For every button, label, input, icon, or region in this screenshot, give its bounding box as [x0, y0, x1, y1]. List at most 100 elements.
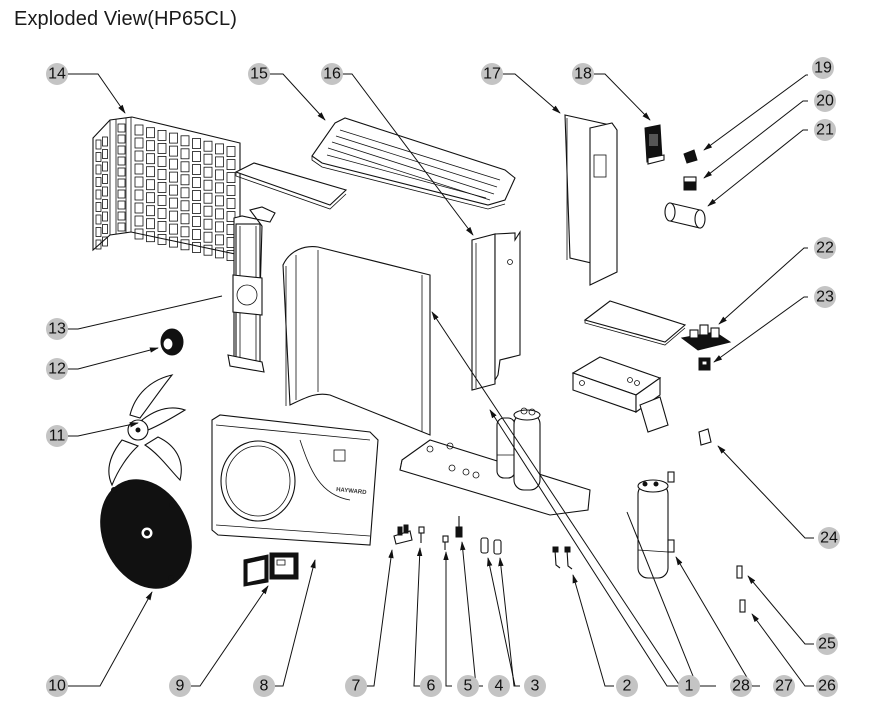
grille-cell [180, 239, 190, 251]
grille-cell [102, 224, 108, 234]
svg-text:21: 21 [816, 122, 834, 139]
grille-cell [95, 214, 102, 225]
callout-21: 21 [814, 119, 836, 141]
svg-text:4: 4 [495, 678, 504, 695]
grille-cell [203, 166, 213, 178]
grille-cell [180, 174, 190, 186]
grille-cell [169, 223, 178, 235]
grille-cell [134, 202, 144, 214]
grille-cell [157, 142, 167, 154]
grille-cell [157, 181, 167, 193]
svg-text:8: 8 [260, 678, 269, 695]
callout-28: 28 [730, 675, 752, 697]
part-19-terminal [683, 149, 698, 164]
callout-13: 13 [46, 318, 68, 340]
callout-26: 26 [816, 675, 838, 697]
callout-23: 23 [814, 286, 836, 308]
grille-cell [180, 135, 190, 147]
part-4-switch [455, 516, 463, 538]
part-10-fan-guard [100, 479, 192, 589]
grille-cell [169, 145, 178, 157]
grille-cell [102, 174, 108, 184]
grille-cell [203, 205, 213, 217]
grille-cell [117, 156, 126, 166]
grille-cell [215, 169, 224, 181]
part-side-panel [282, 246, 431, 436]
grille-cell [134, 189, 144, 201]
grille-cell [169, 210, 178, 222]
callout-20: 20 [814, 90, 836, 112]
grille-cell [95, 239, 102, 250]
callout-2: 2 [616, 675, 638, 697]
part-25-sensor [736, 565, 743, 579]
grille-cell [95, 227, 102, 237]
svg-text:11: 11 [49, 428, 66, 445]
part-18-display-module [644, 124, 665, 165]
svg-text:2: 2 [623, 678, 632, 695]
grille-cell [146, 127, 155, 139]
grille-cell [192, 242, 201, 253]
callout-27: 27 [773, 675, 795, 697]
grille-cell [215, 143, 224, 155]
callout-1: 1 [678, 675, 700, 697]
front-panel-brand: HAYWARD [336, 487, 368, 496]
svg-text:27: 27 [775, 678, 793, 695]
part-20-relay [683, 176, 697, 191]
grille-cell [146, 179, 155, 191]
grille-cell [117, 178, 126, 188]
grille-cell [146, 140, 155, 152]
callout-5: 5 [457, 675, 479, 697]
grille-cell [203, 231, 213, 243]
part-11-fan-blade [108, 374, 187, 487]
grille-cell [192, 203, 201, 214]
grille-cell [226, 146, 236, 158]
svg-text:7: 7 [352, 678, 361, 695]
part-electrical-box [571, 356, 669, 433]
grille-cell [180, 213, 190, 225]
callout-14: 14 [46, 63, 68, 85]
grille-cell [169, 197, 178, 209]
svg-text:13: 13 [48, 321, 66, 338]
grille-cell [102, 149, 108, 159]
grille-cell [157, 207, 167, 219]
part-8-front-panel: HAYWARD [211, 414, 379, 546]
grille-cell [169, 236, 178, 248]
part-13-motor-bracket [227, 206, 276, 373]
grille-cell [169, 158, 178, 170]
grille-cell [157, 129, 167, 141]
grille-cell [192, 177, 201, 188]
grille-cell [215, 221, 224, 233]
grille-cell [95, 177, 102, 187]
callout-9: 9 [169, 675, 191, 697]
grille-cell [226, 198, 236, 210]
grille-cell [102, 161, 108, 172]
grille-cell [157, 168, 167, 180]
grille-cell [157, 233, 167, 245]
part-16-side-post [471, 230, 521, 391]
grille-cell [180, 200, 190, 212]
grille-cell [203, 153, 213, 165]
grille-cell [134, 176, 144, 188]
grille-cell [117, 222, 126, 232]
grille-cell [169, 171, 178, 183]
grille-cell [215, 208, 224, 220]
grille-cell [215, 234, 224, 246]
grille-cell [180, 187, 190, 199]
grille-cell [226, 159, 236, 171]
callout-15: 15 [248, 63, 270, 85]
callout-7: 7 [345, 675, 367, 697]
grille-cell [117, 200, 126, 210]
svg-text:1: 1 [685, 678, 694, 695]
part-17-side-panel [564, 114, 618, 286]
grille-cell [117, 167, 126, 177]
grille-cell [102, 186, 108, 197]
grille-cell [192, 229, 201, 240]
grille-cell [102, 136, 108, 147]
part-21-capacitor [664, 202, 706, 229]
callout-25: 25 [816, 633, 838, 655]
callout-10: 10 [46, 675, 68, 697]
callout-8: 8 [253, 675, 275, 697]
part-5-valve [442, 535, 449, 550]
grille-cell [226, 185, 236, 197]
